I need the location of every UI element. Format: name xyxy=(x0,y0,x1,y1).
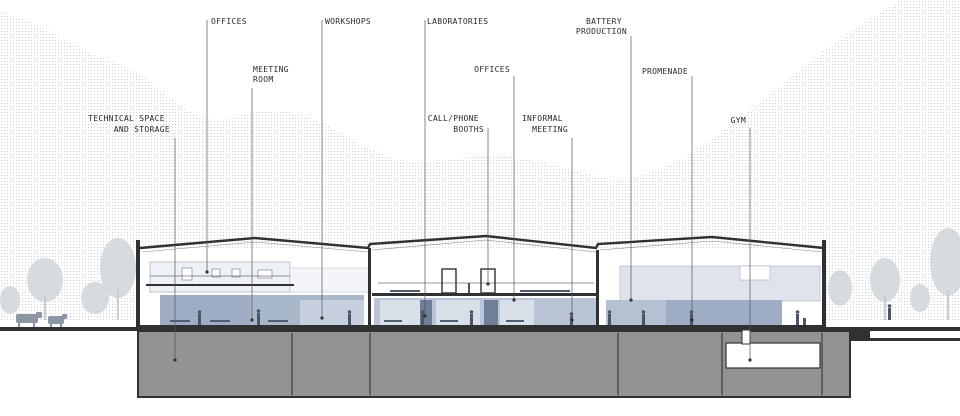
workshops-area xyxy=(300,300,364,327)
label-meeting-room: MEETING ROOM xyxy=(253,65,294,84)
trees-right xyxy=(828,228,960,320)
cows-icon xyxy=(16,312,67,327)
label-battery-production: BATTERY PRODUCTION xyxy=(576,17,627,36)
building xyxy=(136,234,892,330)
label-laboratories: LABORATORIES xyxy=(427,17,488,26)
gym-pit xyxy=(725,342,821,369)
trees-left xyxy=(0,238,136,320)
labels: TECHNICAL SPACE AND STORAGE OFFICES MEET… xyxy=(88,17,746,134)
leader-lines xyxy=(174,20,751,360)
label-offices-left: OFFICES xyxy=(211,17,247,26)
label-technical-space: TECHNICAL SPACE AND STORAGE xyxy=(88,114,170,134)
roof xyxy=(139,234,825,250)
basement xyxy=(137,329,960,398)
label-informal-meeting: INFORMAL MEETING xyxy=(522,114,568,134)
label-offices-center: OFFICES xyxy=(474,65,510,74)
phone-booth xyxy=(441,268,457,294)
label-gym: GYM xyxy=(731,116,746,125)
label-promenade: PROMENADE xyxy=(642,67,688,76)
label-workshops: WORKSHOPS xyxy=(325,17,371,26)
label-call-phone-booths: CALL/PHONE BOOTHS xyxy=(428,114,484,134)
